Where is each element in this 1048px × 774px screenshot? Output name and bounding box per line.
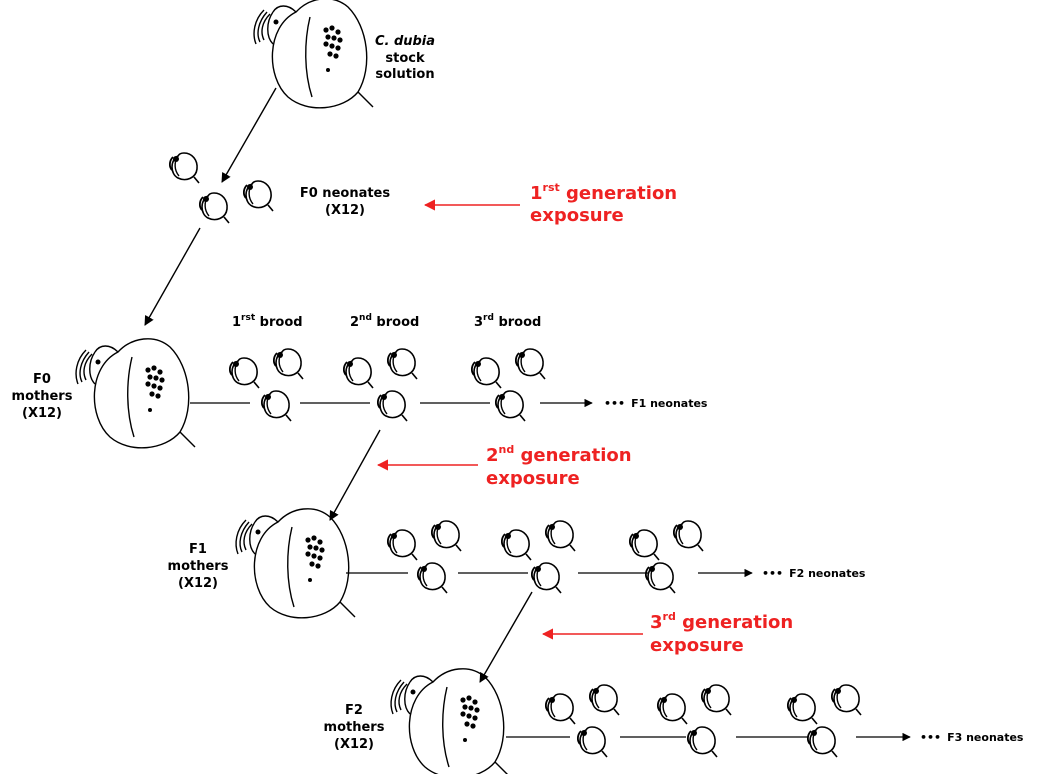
exposure-3-line1: 3rd generation [650, 610, 793, 633]
neonate-icon [786, 693, 818, 725]
f2-mothers-line3: (X12) [334, 737, 374, 752]
exposure-3-line2: exposure [650, 635, 744, 656]
f3-neonates-label: •••F3 neonates [920, 731, 1024, 744]
f0-neonates-label: F0 neonates [300, 186, 391, 201]
f2-neonates-label: •••F2 neonates [762, 567, 866, 580]
exposure-2-line1: 2nd generation [486, 443, 632, 466]
neonate-icon [386, 348, 418, 380]
neonate-icon [228, 357, 260, 389]
f1-mothers-line2: mothers [168, 559, 229, 574]
neonate-icon [672, 520, 704, 552]
f1-mothers-line1: F1 [189, 542, 207, 557]
neonate-icon [500, 529, 532, 561]
f2-mother-daphnia-icon [390, 668, 511, 774]
f0-mothers-line2: mothers [12, 389, 73, 404]
brood-3-label: 3rd brood [474, 313, 541, 330]
neonate-icon [260, 390, 292, 422]
flow-arrow [221, 87, 277, 183]
f1-mother-daphnia-icon [235, 508, 356, 619]
neonate-icon [544, 520, 576, 552]
neonate-icon [376, 390, 408, 422]
f0-mothers-line1: F0 [33, 372, 51, 387]
flow-arrow [144, 227, 201, 326]
neonate-icon [644, 562, 676, 594]
f0-neonates-count: (X12) [325, 203, 365, 218]
neonate-icon [686, 726, 718, 758]
neonate-icon [416, 562, 448, 594]
neonate-icon [470, 357, 502, 389]
exposure-2-line2: exposure [486, 468, 580, 489]
stock-species-label: C. dubia [375, 34, 435, 49]
neonate-icon [830, 684, 862, 716]
f2-mothers-line1: F2 [345, 703, 363, 718]
flow-arrow [329, 429, 381, 521]
f0-mothers-line3: (X12) [22, 406, 62, 421]
neonate-icon [342, 357, 374, 389]
stock-line3-label: solution [375, 67, 434, 82]
neonate-icon [588, 684, 620, 716]
neonate-icon [806, 726, 838, 758]
neonate-icon [242, 180, 274, 212]
neonate-icon [514, 348, 546, 380]
neonate-icon [386, 529, 418, 561]
stock-daphnia-icon [253, 0, 374, 109]
neonate-icon [628, 529, 660, 561]
brood-1-label: 1rst brood [232, 313, 303, 330]
neonate-icon [544, 693, 576, 725]
flow-arrow [479, 591, 533, 683]
neonate-icon [576, 726, 608, 758]
neonate-icon [430, 520, 462, 552]
neonate-icon [530, 562, 562, 594]
neonate-icon [656, 693, 688, 725]
brood-2-label: 2nd brood [350, 313, 419, 330]
neonate-icon [700, 684, 732, 716]
f2-mothers-line2: mothers [324, 720, 385, 735]
exposure-1-line1: 1rst generation [530, 181, 677, 204]
f1-neonates-label: •••F1 neonates [604, 397, 708, 410]
neonate-icon [494, 390, 526, 422]
f1-mothers-line3: (X12) [178, 576, 218, 591]
neonate-icon [168, 152, 200, 184]
exposure-1-line2: exposure [530, 205, 624, 226]
neonate-icon [198, 192, 230, 224]
f0-mother-daphnia-icon [75, 338, 196, 449]
neonate-icon [272, 348, 304, 380]
stock-line2-label: stock [385, 51, 425, 66]
